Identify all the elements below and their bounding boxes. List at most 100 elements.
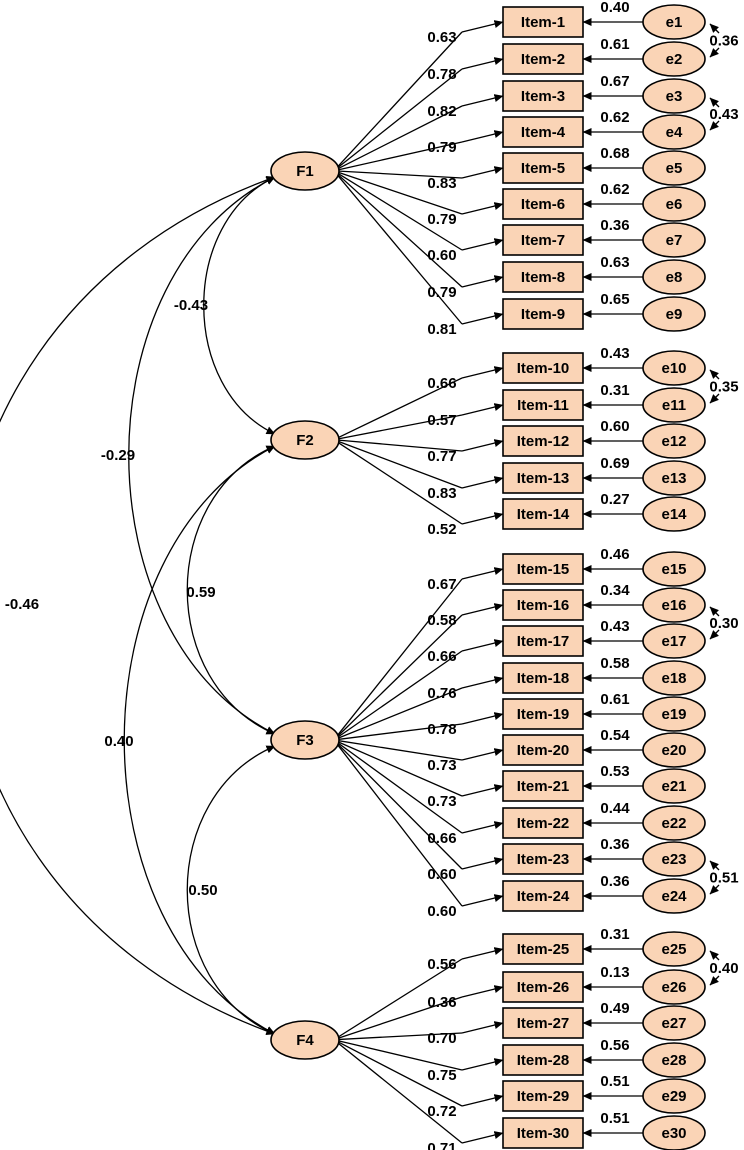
error-ellipse-10 <box>642 350 706 386</box>
factor-correlations: -0.43-0.29-0.460.590.400.50 <box>0 176 276 1035</box>
correlation-label-f2-f3: 0.59 <box>186 584 215 601</box>
loading-line <box>336 740 463 797</box>
loading-paths: 0.630.780.820.790.830.790.600.790.810.66… <box>336 20 504 1150</box>
error-ellipse-14 <box>642 496 706 532</box>
loading-value-item-5: 0.83 <box>427 175 456 192</box>
error-cov-arrow <box>709 860 720 871</box>
r2-value-11: 0.31 <box>600 382 629 399</box>
error-label-6: e6 <box>666 196 683 213</box>
loading-arrow <box>461 784 504 797</box>
r2-value-13: 0.69 <box>600 455 629 472</box>
loading-arrow <box>461 439 504 452</box>
item-label-28: Item-28 <box>517 1052 570 1069</box>
item-box-7 <box>502 224 584 256</box>
r2-value-19: 0.61 <box>600 691 629 708</box>
r2-value-8: 0.63 <box>600 254 629 271</box>
error-cov-label-e16-e17: 0.30 <box>709 615 738 632</box>
error-cov-label-e10-e11: 0.35 <box>709 379 738 396</box>
loading-value-item-27: 0.70 <box>427 1030 456 1047</box>
item-label-10: Item-10 <box>517 360 570 377</box>
loading-arrow <box>461 567 504 580</box>
loading-line <box>336 958 463 1039</box>
loading-arrow <box>461 403 504 416</box>
error-ellipse-17 <box>642 623 706 659</box>
item-box-19 <box>502 698 584 730</box>
error-label-12: e12 <box>661 433 686 450</box>
r2-value-2: 0.61 <box>600 36 629 53</box>
error-ellipse-26 <box>642 969 706 1005</box>
error-ellipse-9 <box>642 296 706 332</box>
error-ellipse-12 <box>642 423 706 459</box>
error-ellipse-18 <box>642 660 706 696</box>
error-cov-arrow <box>709 120 720 131</box>
loading-value-item-13: 0.83 <box>427 485 456 502</box>
r2-value-29: 0.51 <box>600 1073 629 1090</box>
item-box-3 <box>502 80 584 112</box>
error-label-10: e10 <box>661 360 686 377</box>
loading-line <box>336 578 463 737</box>
error-label-3: e3 <box>666 88 683 105</box>
loading-value-item-19: 0.78 <box>427 721 456 738</box>
loading-line <box>336 171 463 215</box>
loading-value-item-14: 0.52 <box>427 521 456 538</box>
r2-value-17: 0.43 <box>600 618 629 635</box>
error-ellipse-22 <box>642 805 706 841</box>
factor-ellipse-f4 <box>270 1020 340 1060</box>
factor-label-f4: F4 <box>296 1032 314 1049</box>
item-label-19: Item-19 <box>517 706 570 723</box>
correlation-label-f1-f2: -0.43 <box>174 297 208 314</box>
error-label-16: e16 <box>661 597 686 614</box>
correlation-arc-f1-f2 <box>203 176 276 435</box>
r2-value-6: 0.62 <box>600 181 629 198</box>
loading-value-item-10: 0.66 <box>427 375 456 392</box>
error-cov-label-e3-e4: 0.43 <box>709 106 738 123</box>
item-box-28 <box>502 1044 584 1076</box>
loading-line <box>336 439 463 452</box>
loading-arrow <box>461 166 504 179</box>
loading-value-item-28: 0.75 <box>427 1067 456 1084</box>
loading-value-item-8: 0.79 <box>427 284 456 301</box>
loading-line <box>336 440 463 489</box>
item-box-6 <box>502 188 584 220</box>
correlation-label-f3-f4: 0.50 <box>188 882 217 899</box>
item-label-26: Item-26 <box>517 979 570 996</box>
item-box-12 <box>502 425 584 457</box>
item-label-20: Item-20 <box>517 742 570 759</box>
correlation-arc-f1-f3 <box>128 176 276 735</box>
factor-label-f3: F3 <box>296 732 314 749</box>
r2-value-25: 0.31 <box>600 926 629 943</box>
error-label-9: e9 <box>666 306 683 323</box>
item-box-25 <box>502 933 584 965</box>
error-label-4: e4 <box>666 124 683 141</box>
error-cov-label-e25-e26: 0.40 <box>709 960 738 977</box>
loading-arrow <box>461 821 504 834</box>
error-label-18: e18 <box>661 670 686 687</box>
item-box-21 <box>502 770 584 802</box>
error-covariances: 0.360.430.350.300.510.40 <box>709 23 739 986</box>
item-label-7: Item-7 <box>521 232 565 249</box>
factor-label-f2: F2 <box>296 432 314 449</box>
loading-value-item-17: 0.66 <box>427 648 456 665</box>
loading-arrow <box>461 275 504 288</box>
correlation-label-f1-f3: -0.29 <box>101 447 135 464</box>
error-cov-arrow <box>709 975 720 986</box>
loading-arrow <box>461 1094 504 1107</box>
loading-value-item-4: 0.79 <box>427 139 456 156</box>
loading-line <box>336 1032 463 1041</box>
error-ellipse-29 <box>642 1078 706 1114</box>
item-label-4: Item-4 <box>521 124 566 141</box>
r2-value-21: 0.53 <box>600 763 629 780</box>
loading-value-item-25: 0.56 <box>427 956 456 973</box>
error-cov-arrow <box>709 393 720 404</box>
error-ellipse-4 <box>642 114 706 150</box>
loading-line <box>336 739 463 761</box>
loading-line <box>336 173 463 288</box>
loading-line <box>336 743 463 907</box>
error-cov-label-e1-e2: 0.36 <box>709 33 738 50</box>
item-box-13 <box>502 462 584 494</box>
factor-label-f1: F1 <box>296 163 314 180</box>
r2-value-16: 0.34 <box>600 582 630 599</box>
error-ellipse-16 <box>642 587 706 623</box>
item-label-23: Item-23 <box>517 851 570 868</box>
